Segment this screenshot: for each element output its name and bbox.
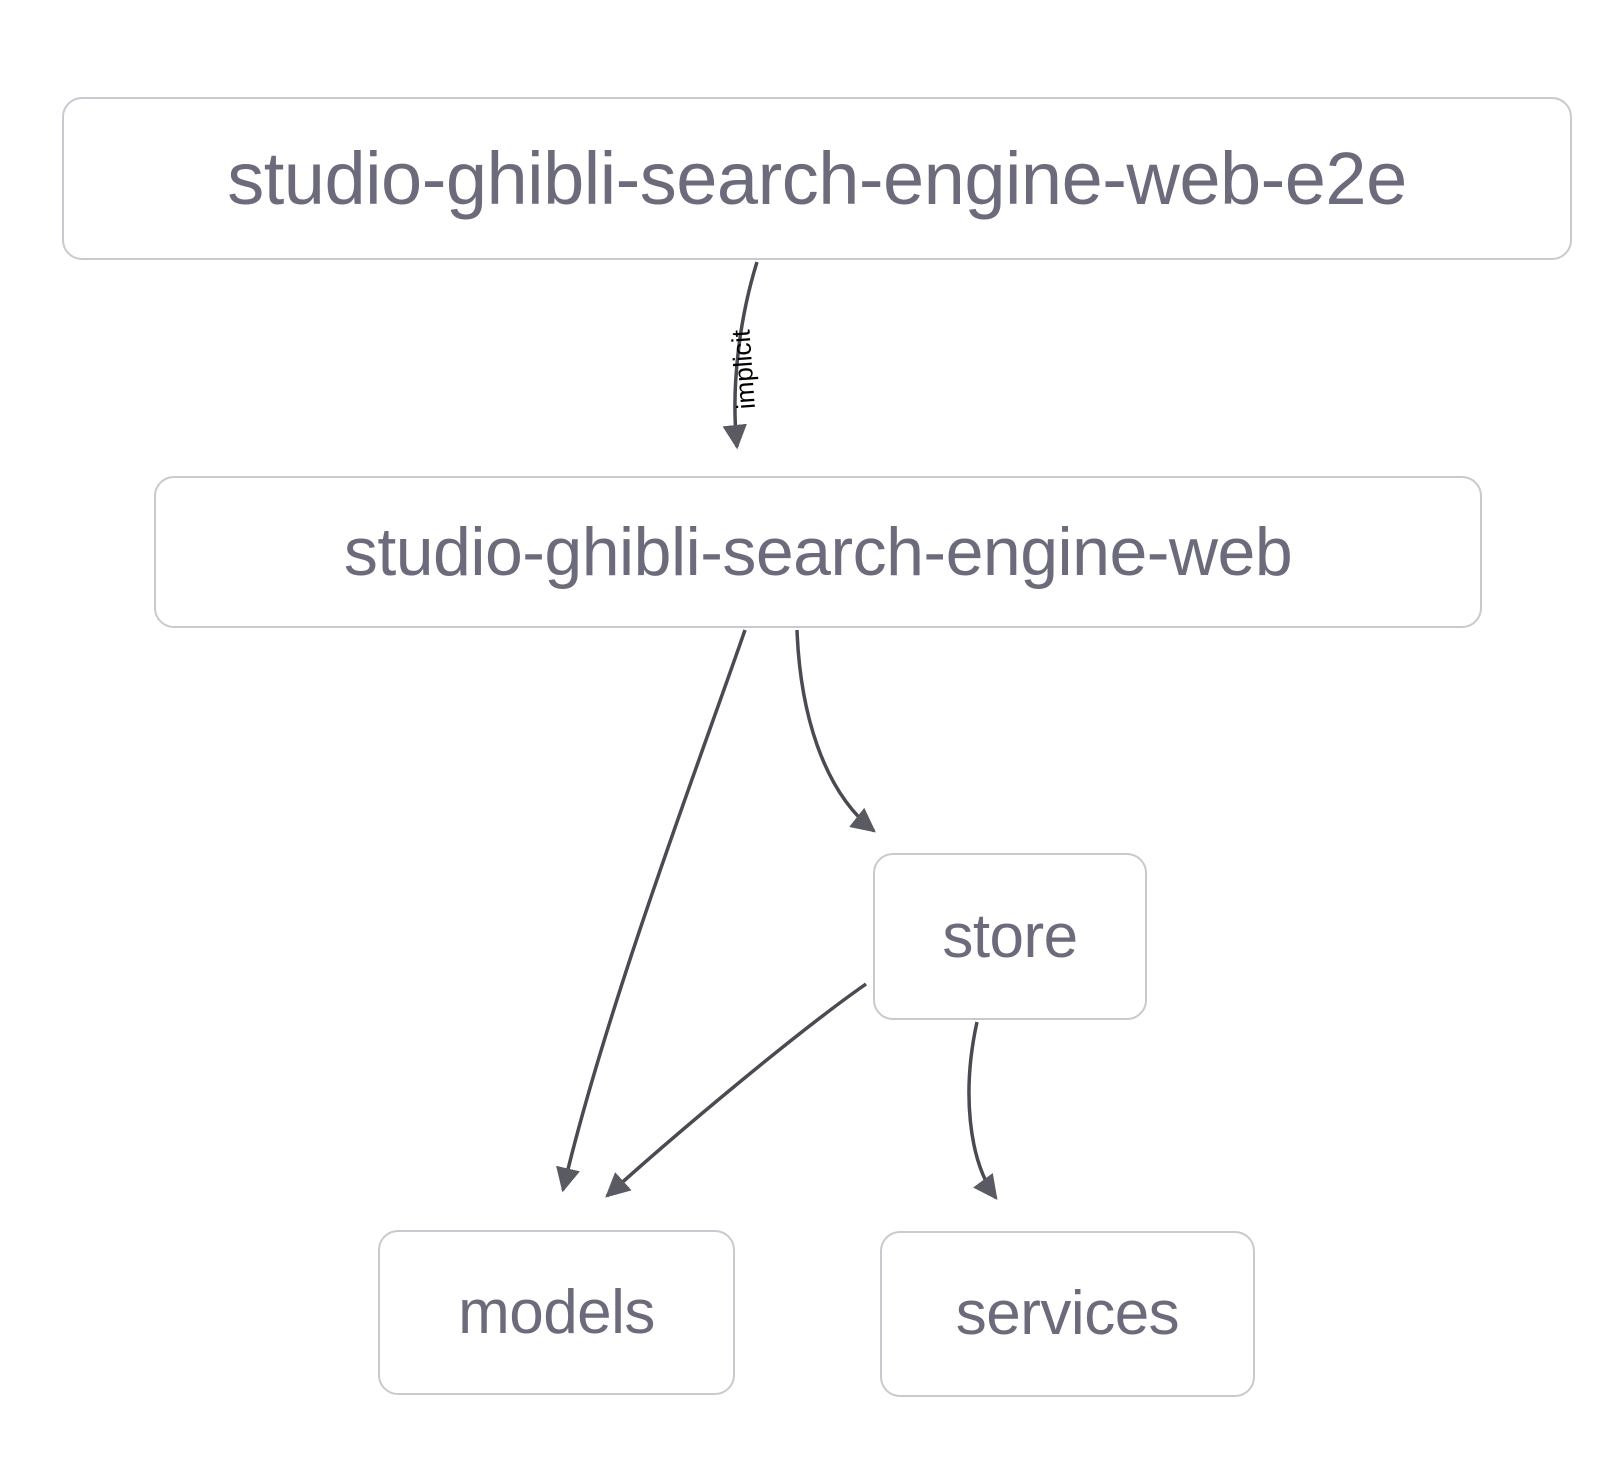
node-label: store: [942, 901, 1078, 971]
node-label: studio-ghibli-search-engine-web: [343, 514, 1293, 590]
node-studio-ghibli-search-engine-web-e2e[interactable]: studio-ghibli-search-engine-web-e2e: [62, 97, 1572, 260]
edge-label-implicit: implicit: [725, 328, 761, 411]
edge-web-to-models: [556, 629, 747, 1193]
node-label: services: [955, 1279, 1180, 1348]
node-label: models: [458, 1277, 655, 1347]
node-models[interactable]: models: [378, 1230, 735, 1395]
edge-store-to-models: [605, 982, 868, 1198]
node-services[interactable]: services: [880, 1231, 1255, 1397]
edge-store-to-services: [967, 1021, 998, 1200]
node-studio-ghibli-search-engine-web[interactable]: studio-ghibli-search-engine-web: [154, 476, 1482, 628]
node-label: studio-ghibli-search-engine-web-e2e: [227, 136, 1407, 220]
node-store[interactable]: store: [873, 853, 1147, 1020]
edge-web-to-store: [795, 629, 876, 833]
